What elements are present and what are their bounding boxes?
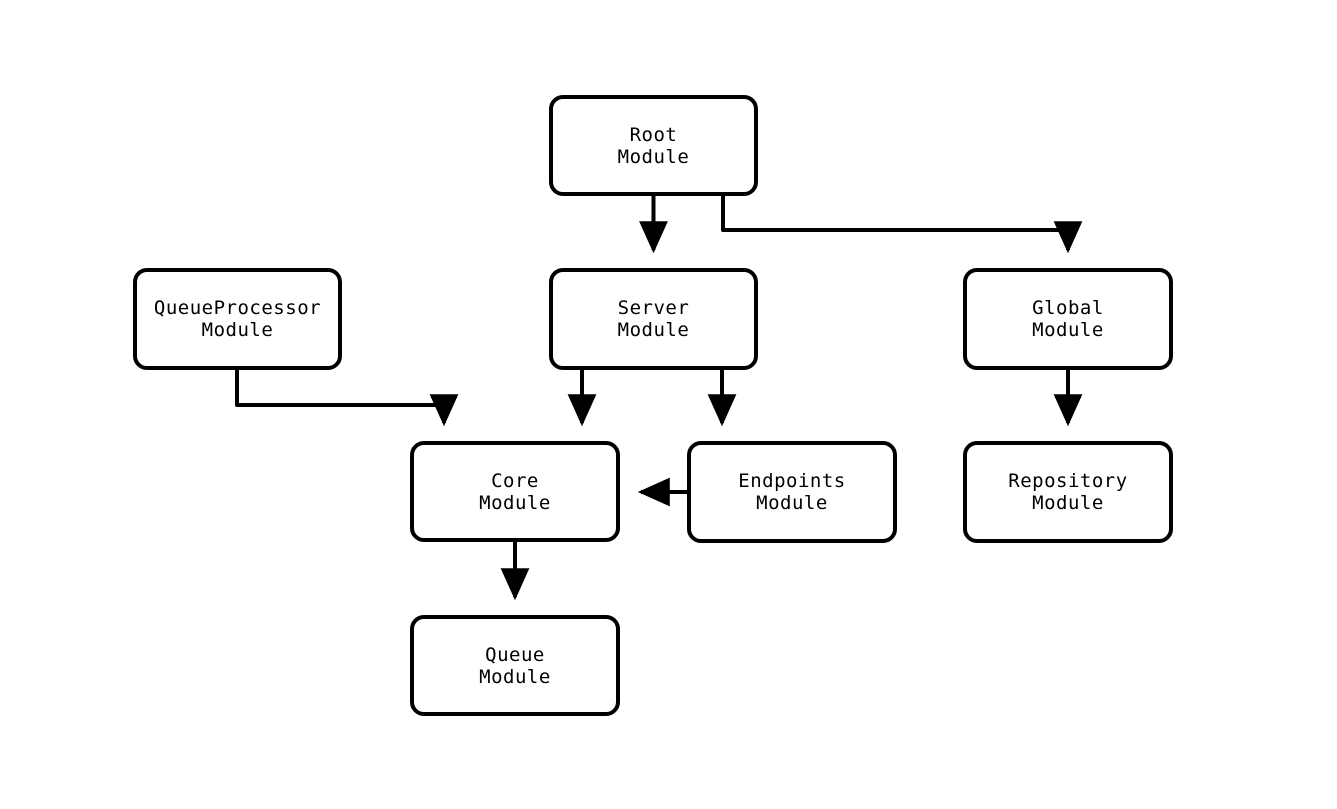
node-root-label-line2: Module xyxy=(617,145,690,168)
node-queue-label-line2: Module xyxy=(479,665,551,688)
node-core-label-line2: Module xyxy=(479,491,551,514)
node-global-label-line1: Global xyxy=(1032,297,1104,319)
node-endpoints-label-line1: Endpoints xyxy=(738,470,846,492)
node-core-label-line1: Core xyxy=(491,469,539,492)
node-queue[interactable]: Queue Module xyxy=(410,615,620,716)
node-core[interactable]: Core Module xyxy=(410,441,620,542)
edge-root-global xyxy=(721,196,1083,254)
node-endpoints-label-line2: Module xyxy=(756,492,828,514)
node-server-label-line2: Module xyxy=(617,319,690,341)
node-queueprocessor[interactable]: QueueProcessor Module xyxy=(133,268,342,370)
node-global-label-line2: Module xyxy=(1032,319,1104,341)
node-repository[interactable]: Repository Module xyxy=(963,441,1173,543)
node-queue-label-line1: Queue xyxy=(485,643,545,666)
node-repository-label-line1: Repository xyxy=(1008,470,1128,492)
node-endpoints[interactable]: Endpoints Module xyxy=(687,441,897,543)
node-server-label-line1: Server xyxy=(617,297,690,319)
node-root[interactable]: Root Module xyxy=(549,95,758,196)
node-server[interactable]: Server Module xyxy=(549,268,758,370)
node-repository-label-line2: Module xyxy=(1032,492,1104,514)
node-queueprocessor-label-line2: Module xyxy=(201,319,274,341)
node-queueprocessor-label-line1: QueueProcessor xyxy=(153,297,322,319)
node-global[interactable]: Global Module xyxy=(963,268,1173,370)
edge-queueprocessor-core xyxy=(235,370,459,427)
node-root-label-line1: Root xyxy=(629,123,678,146)
